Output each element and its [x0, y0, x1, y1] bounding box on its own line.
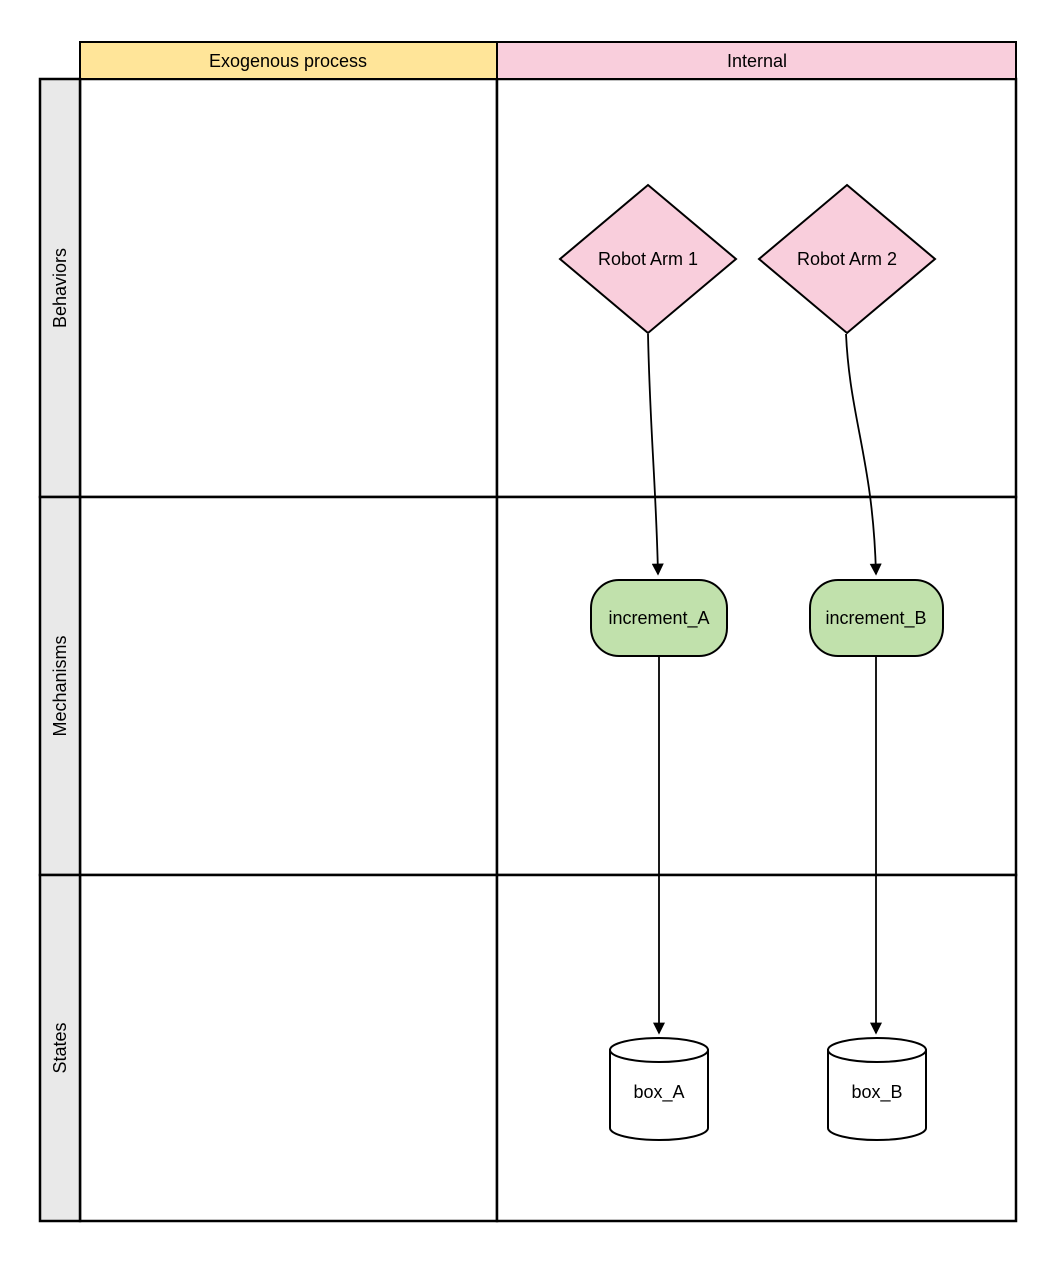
robot-arm-1-diamond[interactable]	[558, 183, 738, 335]
robot-arm-2-label: Robot Arm 2	[797, 249, 897, 269]
box-a-cylinder-body[interactable]	[609, 1049, 709, 1141]
row-header-mechanisms-label: Mechanisms	[50, 635, 70, 736]
box-a-cylinder-top[interactable]	[609, 1037, 709, 1063]
box-b-label: box_B	[851, 1082, 902, 1103]
edges	[647, 333, 882, 1035]
swimlane-grid	[78, 77, 1018, 1223]
edge-robot-arm-2-to-increment-b[interactable]	[845, 333, 882, 576]
grid-cell-exogenous-behaviors	[78, 77, 499, 499]
robot-arm-1-label: Robot Arm 1	[598, 249, 698, 269]
row-header-states-label: States	[50, 1022, 70, 1073]
row-header-behaviors-label: Behaviors	[50, 248, 70, 328]
grid-cell-internal-states	[495, 873, 1018, 1223]
row-header-mechanisms[interactable]	[38, 495, 82, 877]
box-a-label: box_A	[633, 1082, 684, 1103]
column-header-internal-label: Internal	[727, 51, 787, 71]
row-headers: Behaviors Mechanisms States	[38, 77, 82, 1223]
robot-arm-2-diamond[interactable]	[757, 183, 937, 335]
grid-cell-internal-mechanisms	[495, 495, 1018, 877]
box-b-cylinder-top[interactable]	[827, 1037, 927, 1063]
box-b-cylinder-body[interactable]	[827, 1049, 927, 1141]
grid-cell-internal-behaviors	[495, 77, 1018, 499]
column-header-exogenous-process[interactable]	[79, 41, 498, 80]
node-box-b[interactable]: box_B	[827, 1037, 927, 1141]
grid-cell-exogenous-states	[78, 873, 499, 1223]
column-headers: Exogenous process Internal	[79, 41, 1017, 80]
node-increment-a[interactable]: increment_A	[590, 579, 728, 657]
increment-b-label: increment_B	[825, 608, 926, 629]
increment-a-label: increment_A	[608, 608, 709, 629]
node-robot-arm-2[interactable]: Robot Arm 2	[757, 183, 937, 335]
column-header-exogenous-process-label: Exogenous process	[209, 51, 367, 71]
grid-cell-exogenous-mechanisms	[78, 495, 499, 877]
increment-a-rounded-rect[interactable]	[590, 579, 728, 657]
node-robot-arm-1[interactable]: Robot Arm 1	[558, 183, 738, 335]
increment-b-rounded-rect[interactable]	[809, 579, 944, 657]
row-header-states[interactable]	[38, 873, 82, 1223]
column-header-internal[interactable]	[496, 41, 1017, 80]
node-box-a[interactable]: box_A	[609, 1037, 709, 1141]
edge-robot-arm-1-to-increment-a[interactable]	[647, 333, 664, 576]
node-increment-b[interactable]: increment_B	[809, 579, 944, 657]
